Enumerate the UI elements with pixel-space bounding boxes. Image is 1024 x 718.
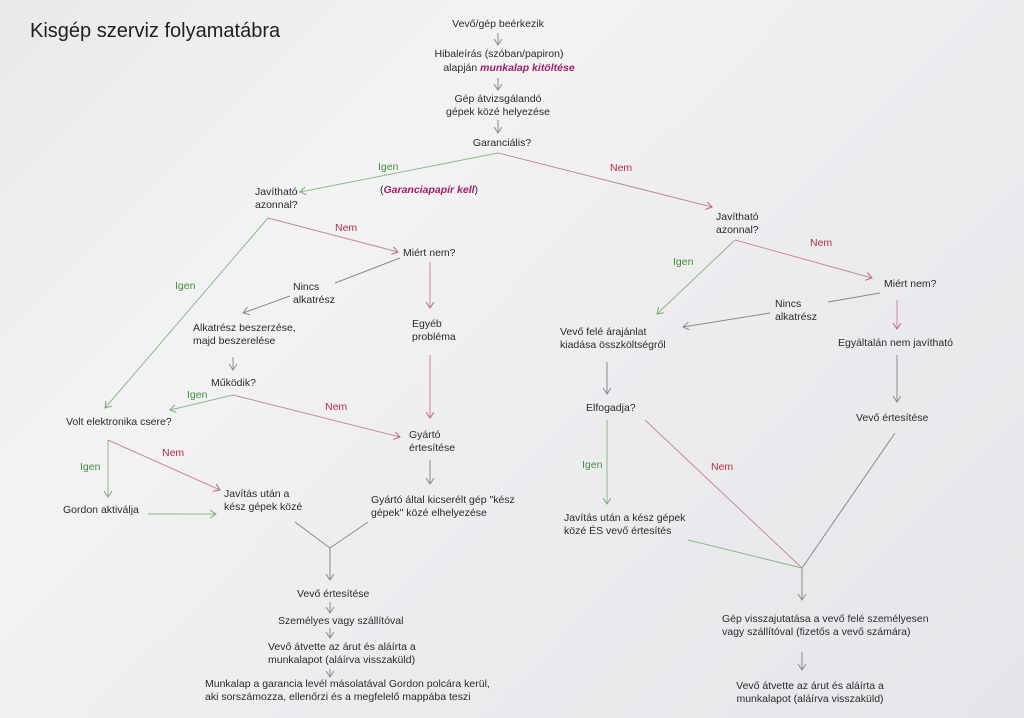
node-l-mukodik: Működik? [211,377,256,389]
edge-l-volt-nem [107,439,220,490]
node-vevo-beerkezik: Vevő/gép beérkezik [452,18,544,30]
edge-l-mukodik-igen [170,394,234,410]
label-igen-l-volt: Igen [80,461,101,473]
edge-l-javitas-merge [294,521,331,549]
node-r-javitas-utan: Javítás után a kész gépek közé ÉS vevő é… [564,512,686,537]
node-l-szemelyes: Személyes vagy szállítóval [278,615,404,627]
label-nem-l-javithato: Nem [335,222,358,234]
edge-r-javithato-nem [734,239,872,278]
node-l-kicserelt: Gyártó által kicserélt gép "kész gépek" … [371,494,515,519]
node-r-arajanlat: Vevő felé árajánlat kiadása összköltségr… [560,326,666,351]
label-igen-l-javithato: Igen [175,280,196,292]
node-l-beszerzes: Alkatrész beszerzése, majd beszerelése [193,322,296,347]
label-nem-l-mukodik: Nem [325,401,348,413]
edge-garancia-igen [300,152,499,192]
node-r-egyaltalan: Egyáltalán nem javítható [838,337,953,349]
node-r-nincs-alkatresz: Nincs alkatrész [775,298,818,323]
node-l-gyarto-ertesitese: Gyártó értesítése [409,429,456,454]
edge-r-nincs-arajanlat [683,312,771,327]
edge-r-javitas-merge [687,539,803,569]
node-l-egyeb-problema: Egyéb probléma [412,318,456,343]
node-l-munkalap-gordon: Munkalap a garancia levél másolatával Go… [205,678,490,703]
node-l-gordon: Gordon aktiválja [63,504,139,516]
edge-l-javithato-igen [105,217,269,408]
node-garancialis: Garanciális? [472,137,532,149]
note-close: ) [474,184,479,196]
note-emphasis: Garanciapapír kell [383,184,475,196]
label-nem-l-volt: Nem [162,447,185,459]
node-r-miert-nem: Miért nem? [884,278,937,290]
node-r-atvette: Vevő átvette az árut és aláírta a munkal… [736,680,884,705]
node-l-miert-nem: Miért nem? [403,247,456,259]
node-l-volt-elektronika: Volt elektronika csere? [66,416,172,428]
page-title: Kisgép szerviz folyamatábra [30,20,281,42]
label-igen-l-mukodik: Igen [187,389,208,401]
node-l-nincs-alkatresz: Nincs alkatrész [293,281,336,306]
edge-r-elfogadja-nem [644,419,803,569]
edge-l-kicserelt-merge [329,521,369,549]
node-l-vevo-ertesitese: Vevő értesítése [297,588,370,600]
node-r-elfogadja: Elfogadja? [586,402,636,414]
edge-r-vevoert-merge [801,432,896,569]
label-nem-r-elfogadja: Nem [711,461,734,473]
edge-r-miert-nincs [827,292,881,303]
edge-l-nincs-beszerzes [243,295,291,313]
node-l-atvette: Vevő átvette az árut és aláírta a munkal… [268,641,416,666]
node-atvizsgalando: Gép átvizsgálandó gépek közé helyezése [446,93,550,118]
garanciapapir-note: (Garanciapapír kell) [380,184,478,197]
node-munkalap-emphasis: munkalap kitöltése [480,62,575,74]
label-igen-garancia: Igen [378,161,399,173]
node-r-javithato: Javítható azonnal? [716,211,759,236]
node-l-javithato: Javítható azonnal? [255,186,298,211]
edge-l-mukodik-nem [232,394,400,437]
edge-l-javithato-nem [267,217,398,252]
node-munkalap-prefix: alapján [443,62,481,74]
node-l-javitas-utan: Javítás után a kész gépek közé [224,488,303,513]
edge-r-javithato-igen [657,239,736,314]
edge-l-miert-nincs [334,257,401,284]
edge-garancia-nem [497,152,712,207]
node-hibaleiras: Hibaleírás (szóban/papiron) [434,48,564,60]
label-nem-r-javithato: Nem [810,237,833,249]
node-r-vevo-ertesitese: Vevő értesítése [856,412,929,424]
label-igen-r-elfogadja: Igen [582,459,603,471]
label-nem-garancia: Nem [610,162,633,174]
label-igen-r-javithato: Igen [673,256,694,268]
node-r-visszajutatas: Gép visszajutatása a vevő felé személyes… [722,613,929,638]
node-munkalap-line: alapján munkalap kitöltése [428,62,590,75]
note-open: ( [380,184,384,196]
